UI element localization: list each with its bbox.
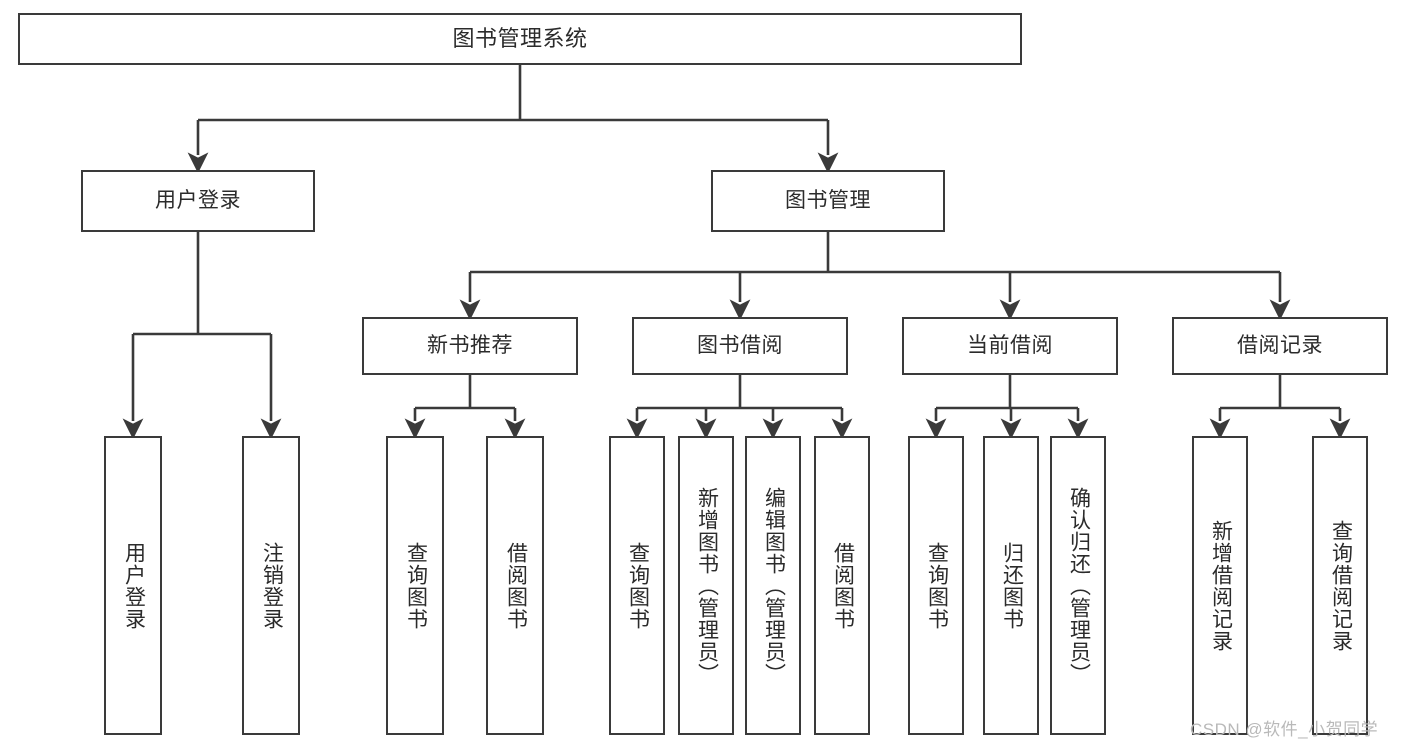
node-borrow-record[interactable]: 借阅记录 [1172,317,1388,375]
node-new-book-recommend[interactable]: 新书推荐 [362,317,578,375]
node-user-login[interactable]: 用户登录 [81,170,315,232]
node-current-borrow-label: 当前借阅 [967,333,1053,357]
node-book-manage-label: 图书管理 [785,188,871,212]
leaf-add-book-admin[interactable]: 新增图书（管理员） [678,436,734,735]
leaf-query-borrow-record-label: 查询借阅记录 [1329,519,1353,652]
leaf-logout-login-label: 注销登录 [260,541,284,630]
node-book-borrow[interactable]: 图书借阅 [632,317,848,375]
leaf-query-book-1[interactable]: 查询图书 [386,436,444,735]
leaf-borrow-book-2[interactable]: 借阅图书 [814,436,870,735]
leaf-return-book-label: 归还图书 [1000,541,1024,630]
leaf-borrow-book-1-label: 借阅图书 [504,541,528,630]
leaf-logout-login[interactable]: 注销登录 [242,436,300,735]
leaf-return-book[interactable]: 归还图书 [983,436,1039,735]
node-user-login-label: 用户登录 [155,188,241,212]
leaf-add-borrow-record-label: 新增借阅记录 [1209,519,1233,652]
leaf-borrow-book-1[interactable]: 借阅图书 [486,436,544,735]
csdn-watermark: CSDN @软件_小贺同学 [1190,720,1379,739]
node-root-label: 图书管理系统 [452,26,588,52]
leaf-query-book-3-label: 查询图书 [925,541,949,630]
leaf-edit-book-admin-label: 编辑图书（管理员） [762,486,786,685]
leaf-query-book-1-label: 查询图书 [404,541,428,630]
leaf-borrow-book-2-label: 借阅图书 [831,541,855,630]
node-borrow-record-label: 借阅记录 [1237,333,1323,357]
node-current-borrow[interactable]: 当前借阅 [902,317,1118,375]
leaf-query-book-3[interactable]: 查询图书 [908,436,964,735]
leaf-query-book-2-label: 查询图书 [626,541,650,630]
leaf-user-login[interactable]: 用户登录 [104,436,162,735]
leaf-query-borrow-record[interactable]: 查询借阅记录 [1312,436,1368,735]
leaf-edit-book-admin[interactable]: 编辑图书（管理员） [745,436,801,735]
node-book-manage[interactable]: 图书管理 [711,170,945,232]
leaf-add-borrow-record[interactable]: 新增借阅记录 [1192,436,1248,735]
leaf-user-login-label: 用户登录 [122,541,146,630]
leaf-query-book-2[interactable]: 查询图书 [609,436,665,735]
leaf-confirm-return-admin-label: 确认归还（管理员） [1067,486,1091,685]
node-book-borrow-label: 图书借阅 [697,333,783,357]
leaf-add-book-admin-label: 新增图书（管理员） [695,486,719,685]
node-new-book-recommend-label: 新书推荐 [427,333,513,357]
leaf-confirm-return-admin[interactable]: 确认归还（管理员） [1050,436,1106,735]
node-root[interactable]: 图书管理系统 [18,13,1022,65]
